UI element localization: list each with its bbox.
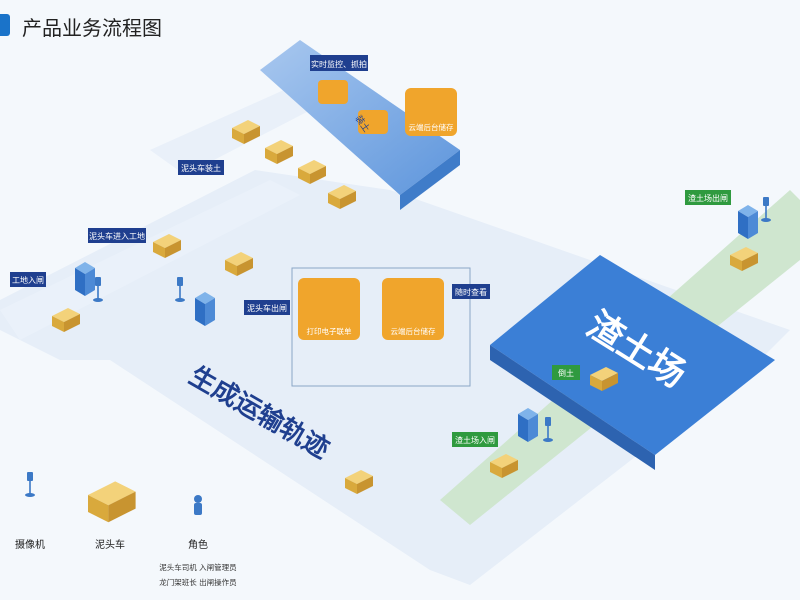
legend-role-label: 角色 bbox=[188, 538, 208, 551]
legend-camera-label: 摄像机 bbox=[15, 538, 45, 551]
excavator-icon bbox=[318, 80, 348, 104]
page-title: 产品业务流程图 bbox=[22, 16, 162, 40]
cloud-mid-label: 云端后台储存 bbox=[391, 326, 436, 336]
legend-role-line2: 龙门架班长 出闸操作员 bbox=[159, 577, 237, 587]
legend-role-icon bbox=[194, 495, 202, 515]
header: 产品业务流程图 bbox=[0, 0, 800, 48]
svg-text:泥头车装土: 泥头车装土 bbox=[181, 163, 221, 173]
label-monitor: 实时监控、抓拍 bbox=[310, 55, 368, 71]
svg-text:渣土场出闸: 渣土场出闸 bbox=[688, 193, 728, 203]
svg-text:随时查看: 随时查看 bbox=[455, 287, 487, 297]
svg-text:泥头车出闸: 泥头车出闸 bbox=[247, 303, 287, 313]
truck-icon bbox=[265, 140, 293, 164]
print-ticket-label: 打印电子联单 bbox=[307, 326, 352, 336]
output-panel-frame bbox=[291, 267, 471, 387]
excavator-icon bbox=[358, 110, 388, 134]
legend-truck-icon bbox=[88, 481, 136, 523]
entry-road bbox=[0, 180, 300, 340]
label-dump: 倒土 bbox=[552, 365, 580, 380]
label-site-gate: 工地入闸 bbox=[10, 272, 46, 287]
svg-text:工地入闸: 工地入闸 bbox=[12, 275, 44, 285]
muck-field bbox=[490, 255, 775, 455]
legend-role-line1: 泥头车司机 入闸管理员 bbox=[159, 562, 237, 572]
title-accent-bar bbox=[0, 14, 10, 36]
label-muck-exit: 渣土场出闸 bbox=[685, 190, 731, 205]
svg-text:倒土: 倒土 bbox=[558, 368, 574, 378]
label-muck-enter: 渣土场入闸 bbox=[452, 432, 498, 447]
svg-text:实时监控、抓拍: 实时监控、抓拍 bbox=[311, 59, 367, 69]
cloud-storage-box-mid bbox=[382, 278, 444, 340]
legend-truck-label: 泥头车 bbox=[95, 538, 125, 551]
gate-kiosk-icon bbox=[195, 292, 215, 326]
cloud-storage-box-top bbox=[405, 88, 457, 136]
gate-kiosk-icon bbox=[518, 408, 538, 442]
cloud-top-label: 云端后台储存 bbox=[409, 122, 454, 132]
legend-camera-icon bbox=[25, 472, 35, 497]
gate-kiosk-icon bbox=[75, 262, 95, 296]
label-view-anytime: 随时查看 bbox=[452, 284, 490, 299]
label-truck-loading: 泥头车装土 bbox=[178, 160, 224, 175]
print-ticket-box bbox=[298, 278, 360, 340]
gate-kiosk-icon bbox=[738, 205, 758, 239]
label-truck-enter-site: 泥头车进入工地 bbox=[88, 228, 146, 243]
label-truck-exit: 泥头车出闸 bbox=[244, 300, 290, 315]
svg-text:泥头车进入工地: 泥头车进入工地 bbox=[89, 231, 145, 241]
svg-text:渣土场入闸: 渣土场入闸 bbox=[455, 435, 495, 445]
